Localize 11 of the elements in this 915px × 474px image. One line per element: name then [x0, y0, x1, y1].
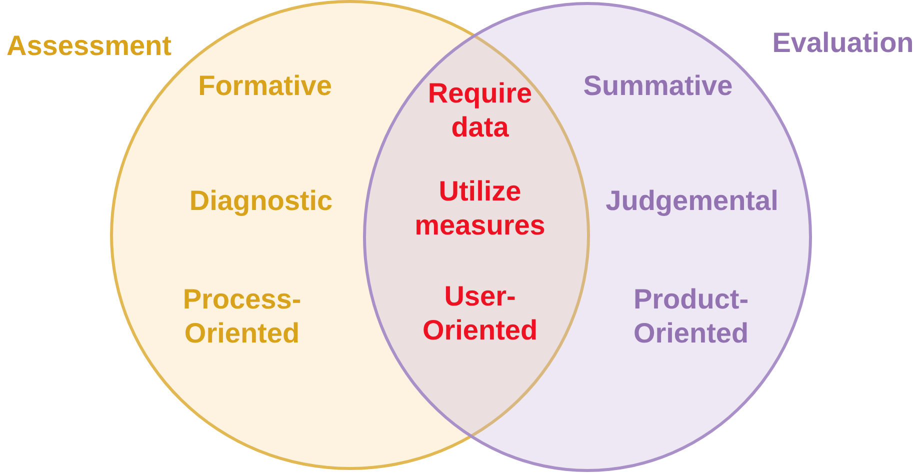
trait-text: Process-Oriented: [182, 282, 302, 350]
shared-trait-text: User-Oriented: [422, 279, 538, 347]
trait-text: Diagnostic: [189, 184, 333, 218]
trait-text: Judgemental: [606, 184, 778, 218]
circle-title: Evaluation: [772, 26, 914, 60]
trait-text: Summative: [583, 69, 733, 103]
trait-text: Formative: [198, 69, 332, 103]
shared-trait-text: Require data: [428, 76, 532, 144]
shared-trait-text: Utilize measures: [414, 174, 546, 242]
circle-title: Assessment: [6, 29, 172, 63]
trait-text: Product-Oriented: [633, 282, 749, 350]
